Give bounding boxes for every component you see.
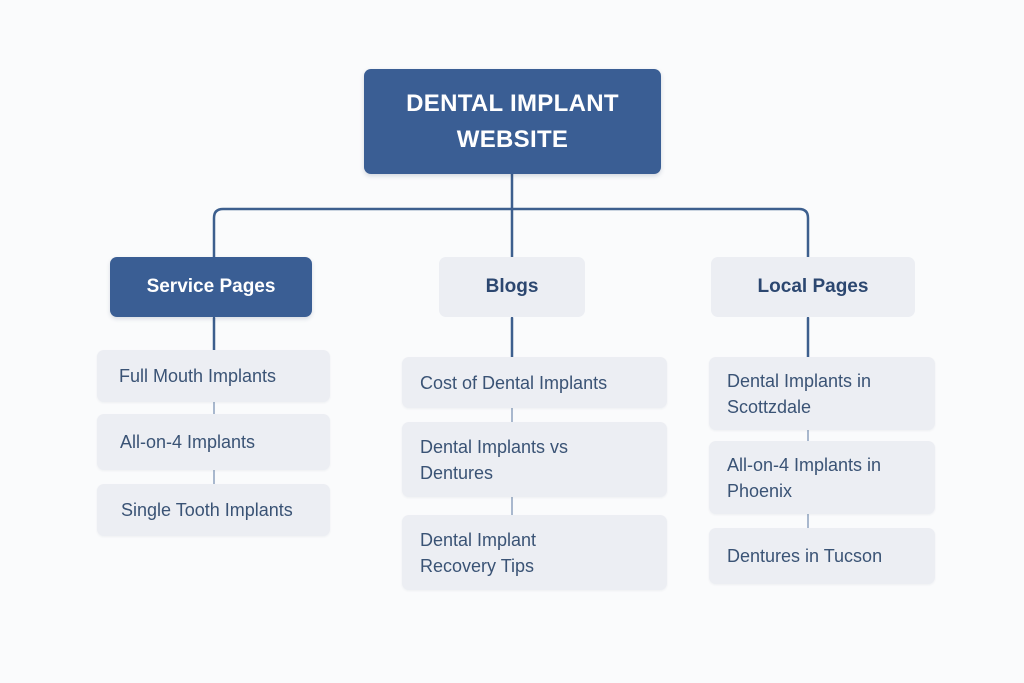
leaf-dental-implant-recovery-tips[interactable]: Dental Implant Recovery Tips <box>402 515 667 590</box>
leaf-full-mouth-implants[interactable]: Full Mouth Implants <box>97 350 330 402</box>
leaf-label: Dentures in Tucson <box>727 546 883 566</box>
leaf-all-on-4-implants[interactable]: All-on-4 Implants <box>97 414 330 470</box>
leaf-label: Dental Implants in Scottzdale <box>727 370 872 417</box>
leaf-label: Dental Implants vs Dentures <box>420 436 569 483</box>
leaf-label: All-on-4 Implants in Phoenix <box>727 454 882 501</box>
root-label: DENTAL IMPLANT WEBSITE <box>406 89 619 153</box>
branch-connector <box>212 207 810 259</box>
category-label: Local Pages <box>757 276 869 297</box>
leaf-all-on-4-implants-in-phoenix[interactable]: All-on-4 Implants in Phoenix <box>709 441 935 514</box>
leaf-single-tooth-implants[interactable]: Single Tooth Implants <box>97 484 330 536</box>
category-blogs[interactable]: Blogs <box>439 257 585 317</box>
category-local-pages[interactable]: Local Pages <box>711 257 915 317</box>
leaf-label: Dental Implant Recovery Tips <box>420 529 537 576</box>
category-label: Service Pages <box>146 276 276 297</box>
leaf-dental-implants-in-scottzdale[interactable]: Dental Implants in Scottzdale <box>709 357 935 430</box>
leaf-label: All-on-4 Implants <box>120 432 256 452</box>
leaf-label: Cost of Dental Implants <box>420 372 608 393</box>
leaf-dentures-in-tucson[interactable]: Dentures in Tucson <box>709 528 935 584</box>
category-label: Blogs <box>485 276 539 297</box>
leaf-label: Full Mouth Implants <box>119 366 277 386</box>
root-node: DENTAL IMPLANT WEBSITE <box>364 69 661 174</box>
leaf-dental-implants-vs-dentures[interactable]: Dental Implants vs Dentures <box>402 422 667 497</box>
category-service-pages[interactable]: Service Pages <box>110 257 312 317</box>
leaf-cost-of-dental-implants[interactable]: Cost of Dental Implants <box>402 357 667 408</box>
leaf-label: Single Tooth Implants <box>121 500 293 520</box>
